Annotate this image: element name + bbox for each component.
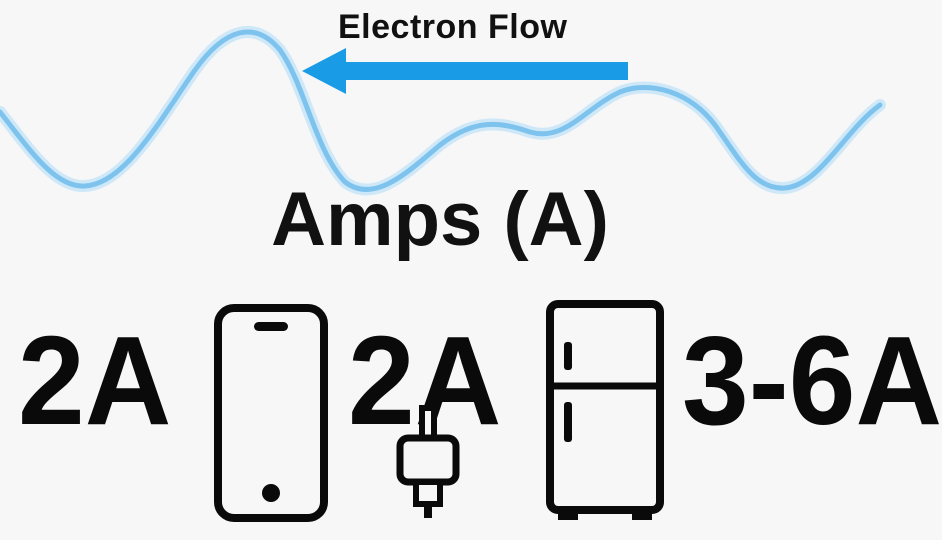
arrow-left-icon xyxy=(302,48,628,94)
plug-tip xyxy=(413,479,443,507)
plug-pin xyxy=(424,504,432,518)
charger-plug-icon xyxy=(396,405,460,518)
plug-body xyxy=(396,434,460,486)
fridge-left-foot xyxy=(558,508,578,520)
plug-cable xyxy=(419,405,437,441)
fridge-top-handle xyxy=(564,342,572,370)
fridge-bottom-handle xyxy=(564,402,572,442)
value-first: 2A xyxy=(18,310,172,452)
phone-home-button xyxy=(262,484,280,502)
value-fridge: 3-6A xyxy=(682,310,942,452)
arrow-shaft xyxy=(340,62,628,80)
fridge-body xyxy=(546,300,664,514)
smartphone-icon xyxy=(214,304,328,522)
diagram-canvas: Electron Flow Amps (A) 2A 2A 3-6A xyxy=(0,8,942,522)
current-wave xyxy=(0,26,886,196)
arrow-head xyxy=(302,48,346,94)
wave-line-path xyxy=(0,29,883,192)
phone-body xyxy=(214,304,328,522)
fridge-right-foot xyxy=(632,508,652,520)
diagram-title: Amps (A) xyxy=(271,177,609,262)
refrigerator-icon xyxy=(546,300,664,520)
electron-flow-label: Electron Flow xyxy=(338,8,568,46)
phone-speaker xyxy=(254,322,288,331)
